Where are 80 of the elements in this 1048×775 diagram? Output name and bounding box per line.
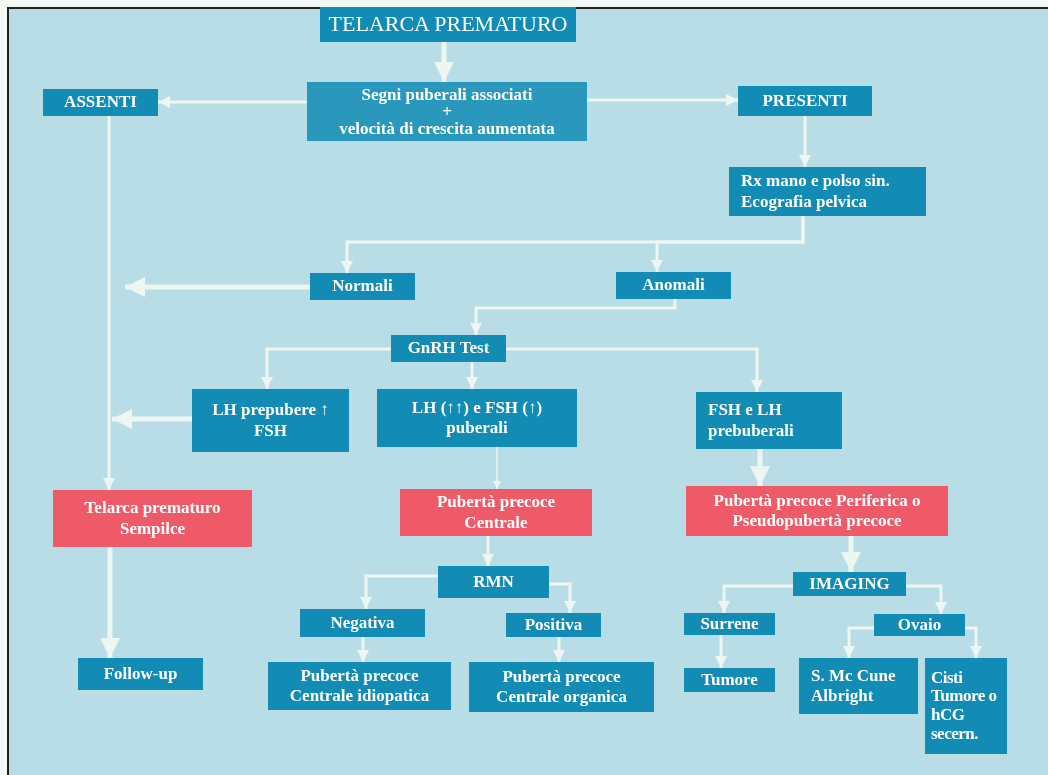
node-label: GnRH Test	[407, 338, 490, 359]
arrow	[715, 635, 727, 668]
arrow	[965, 626, 982, 658]
node-label: Anomali	[642, 275, 705, 296]
arrow	[750, 449, 770, 486]
arrow	[553, 637, 565, 662]
node-label: IMAGING	[809, 573, 890, 595]
arrow	[843, 626, 874, 658]
node-label: TELARCA PREMATURO	[328, 11, 568, 38]
process-box	[799, 658, 918, 714]
process-box	[874, 614, 965, 636]
process-box	[684, 613, 775, 635]
process-box	[78, 658, 203, 690]
diagnosis-box	[686, 486, 948, 536]
node-label: Cisti Tumore o hCG secern.	[931, 668, 998, 744]
arrow	[357, 637, 369, 662]
process-box	[506, 613, 601, 637]
process-box	[43, 89, 158, 116]
arrow	[158, 96, 307, 108]
process-box	[738, 86, 872, 116]
node-label: Pubertà precoce Centrale	[435, 492, 557, 533]
node-label: Follow-up	[103, 663, 178, 685]
node-label: Ovaio	[897, 614, 942, 636]
process-box	[391, 335, 506, 362]
arrow	[799, 116, 811, 167]
node-label: Telarca prematuro Sempilce	[83, 498, 222, 539]
arrow	[470, 299, 677, 335]
arrow	[466, 362, 478, 389]
node-label: Rx mano e polso sin. Ecografia pelvica	[741, 171, 891, 212]
process-box	[696, 392, 842, 449]
process-box	[684, 668, 775, 692]
process-box	[310, 273, 415, 300]
node-label: Negativa	[330, 612, 395, 634]
node-label: Pubertà precoce Centrale idiopatica	[288, 665, 431, 707]
arrow	[718, 584, 793, 613]
node-label: +	[442, 103, 452, 120]
question-box	[307, 82, 587, 141]
process-box	[793, 572, 906, 596]
node-label: FSH e LH prebuberali	[708, 400, 795, 441]
process-box	[925, 658, 1007, 754]
process-box	[268, 662, 451, 710]
arrow	[587, 94, 738, 106]
arrow	[651, 216, 805, 272]
node-label: Pubertà precoce Periferica o Pseudopubertà precoce	[712, 490, 922, 532]
diagnosis-box	[400, 489, 592, 536]
node-label: Normali	[332, 276, 393, 297]
node-label: LH prepubere ↑ FSH	[211, 400, 330, 441]
arrow	[549, 582, 576, 613]
arrow	[360, 574, 438, 609]
arrow	[841, 536, 861, 572]
node-label: ASSENTI	[64, 92, 137, 113]
node-label: Surrene	[700, 613, 759, 635]
node-label: PRESENTI	[762, 90, 848, 112]
arrow	[493, 446, 501, 490]
process-box	[438, 566, 549, 598]
process-box	[300, 609, 425, 637]
node-label: Positiva	[524, 614, 583, 636]
process-box	[469, 662, 654, 712]
process-box	[729, 167, 926, 216]
node-label: S. Mc Cune Albright	[811, 665, 897, 707]
node-label: Pubertà precoce Centrale organica	[495, 666, 628, 708]
node-label: LH (↑↑) e FSH (↑) puberali	[410, 397, 544, 439]
node-label: Segni puberali associati	[361, 86, 533, 103]
arrow	[434, 42, 454, 82]
process-box	[377, 389, 577, 447]
arrow	[103, 116, 115, 490]
arrow	[506, 347, 763, 392]
title-box	[320, 7, 576, 42]
arrow	[482, 536, 494, 566]
arrow	[261, 347, 391, 389]
arrow	[125, 277, 310, 297]
node-label: RMN	[473, 571, 514, 593]
node-label: velocità di crescita aumentata	[339, 120, 555, 137]
process-box	[192, 389, 349, 452]
node-label: Tumore	[701, 669, 758, 691]
diagnosis-box	[53, 490, 252, 547]
arrow	[100, 547, 120, 658]
arrow	[906, 584, 947, 614]
process-box	[616, 272, 731, 299]
arrow	[112, 409, 192, 429]
